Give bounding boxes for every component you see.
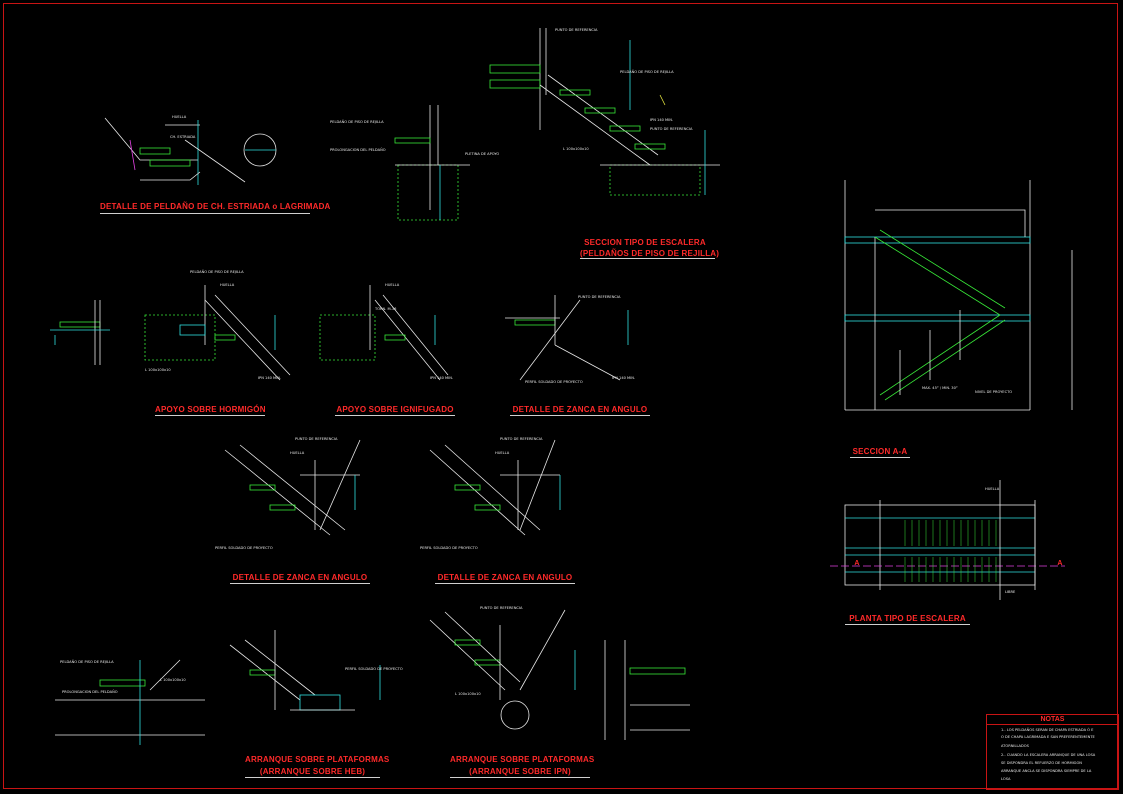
note-line: O DE CHAPA LAGRIMADA E SAN PREFERENTEMEN… [1001,735,1095,739]
detail-peldano-chapa [104,117,277,185]
label-huella-4: HUELLA [290,451,305,455]
note-line: LOSA [1001,777,1011,781]
title-underline [335,415,455,416]
label-perfil-soldado-3: PERFIL SOLDADO DE PROYECTO [420,546,478,550]
note-line: 1.- LOS PELDAÑOS SERAN DE CHAPA ESTRIADA… [1001,728,1094,732]
label-perfil-soldado: PERFIL SOLDADO DE PROYECTO [525,380,583,384]
label-prolongacion-2: PROLONGACION DEL PELDAÑO [62,690,118,694]
title-seccion-aa: SECCION A-A [852,447,908,456]
detail-arranque-ipn [429,609,576,730]
label-punto-referencia: PUNTO DE REFERENCIA [650,127,693,131]
detail-small-left [50,300,110,365]
section-marker-right: A [1057,560,1063,567]
drawing-frame [3,3,1118,789]
section-marker-left: A [854,560,860,567]
title-underline [230,583,370,584]
detail-arranque-right [604,640,690,740]
detail-arranque-heb [229,630,381,711]
label-huella-2: HUELLA [220,283,235,287]
label-ipn-3: IPN 140 MIN. [430,376,454,380]
label-punto-referencia-3: PUNTO DE REFERENCIA [295,437,338,441]
label-huella-5: HUELLA [495,451,510,455]
note-line: SE DISPONDRA EL REFUERZO DE HORMIGON [1001,761,1082,765]
label-max-min: MAX. 45° / MIN. 30° [922,386,958,390]
title-planta-tipo: PLANTA TIPO DE ESCALERA [849,614,966,623]
title-underline [850,457,910,458]
title-underline [845,624,970,625]
title-underline [510,415,650,416]
label-l100-3: L 100x100x10 [160,678,186,682]
label-peldano-rejilla-2: PELDAÑO DE PISO DE REJILLA [620,70,674,74]
title-zanca-angulo-3: DETALLE DE ZANCA EN ANGULO [437,573,573,582]
label-punto-referencia-5: PUNTO DE REFERENCIA [480,606,523,610]
label-perfil-arranque: PERFIL SOLDADO DE PROYECTO [345,667,403,671]
label-chapa-estriada: CH. ESTRIADA [170,135,196,139]
label-peldano-arranque: PELDAÑO DE PISO DE REJILLA [60,660,114,664]
note-line: ATORNILLADOS [1001,744,1029,748]
subtitle-arranque-ipn: (ARRANQUE SOBRE IPN) [469,767,571,776]
detail-seccion-tipo [489,28,720,196]
label-tornillo: TORN. M-16 [375,307,397,311]
subtitle-arranque-heb: (ARRANQUE SOBRE HEB) [259,767,366,776]
title-underline [450,777,590,778]
title-underline [155,415,265,416]
title-arranque-heb: ARRANQUE SOBRE PLATAFORMAS [245,755,390,764]
detail-zanca-angulo-2 [224,439,361,536]
label-huella-3: HUELLA [385,283,400,287]
plan-tread-hatch [904,520,997,582]
detail-zanca-angulo-3 [429,439,561,536]
title-underline [580,258,715,259]
section-aa-elevation [844,180,1073,411]
label-l100-2: L 100x100x10 [145,368,171,372]
title-apoyo-hormigon: APOYO SOBRE HORMIGÓN [155,405,266,414]
label-ipn: IPN 140 MIN. [650,118,674,122]
detail-peldano-rejilla [394,105,470,221]
title-underline [100,213,310,214]
title-detalle-peldano: DETALLE DE PELDAÑO DE CH. ESTRIADA o LAG… [100,202,331,211]
title-underline [435,583,575,584]
label-l100: L 100x100x10 [563,147,589,151]
label-perfil-soldado-2: PERFIL SOLDADO DE PROYECTO [215,546,273,550]
subtitle-seccion-tipo: (PELDAÑOS DE PISO DE REJILLA) [580,249,720,258]
label-punto-referencia-2: PUNTO DE REFERENCIA [578,295,621,299]
plan-view-stair [830,480,1065,600]
detail-arranque-left [55,659,205,745]
title-zanca-angulo-1: DETALLE DE ZANCA EN ANGULO [512,405,648,414]
title-zanca-angulo-2: DETALLE DE ZANCA EN ANGULO [232,573,368,582]
label-ipn-4: IPN 140 MIN. [612,376,636,380]
note-line: ARRANQUE ANCLA SE DISPONDRA SIEMPRE DE L… [1001,769,1092,773]
label-huella-plan: HUELLA [985,487,1000,491]
label-nivel-proyecto: NIVEL DE PROYECTO [975,390,1013,394]
title-arranque-ipn: ARRANQUE SOBRE PLATAFORMAS [450,755,595,764]
label-peldano-rejilla: PELDAÑO DE PISO DE REJILLA [330,120,384,124]
label-pletina: PLETINA DE APOYO [465,152,500,156]
label-l100-4: L 100x100x10 [455,692,481,696]
title-apoyo-ignifugado: APOYO SOBRE IGNIFUGADO [336,405,454,414]
label-peldano-hormigon: PELDAÑO DE PISO DE REJILLA [190,270,244,274]
detail-apoyo-ignifugado [319,285,449,381]
label-ipn-2: IPN 140 MIN. [258,376,282,380]
label-punto-referencia-top: PUNTO DE REFERENCIA [555,28,598,32]
title-underline [245,777,380,778]
title-seccion-tipo: SECCION TIPO DE ESCALERA [584,238,706,247]
label-prolongacion: PROLONGACION DEL PELDAÑO [330,148,386,152]
label-punto-referencia-4: PUNTO DE REFERENCIA [500,437,543,441]
note-line: 2.- CUANDO LA ESCALERA ARRANQUE DE UNA L… [1001,753,1096,757]
detail-apoyo-hormigon [144,285,291,381]
notes-box: NOTAS 1.- LOS PELDAÑOS SERAN DE CHAPA ES… [986,714,1119,790]
notes-title: NOTAS [987,715,1118,725]
label-huella: HUELLA [172,115,187,119]
detail-zanca-angulo-1 [505,295,629,381]
label-libre: LIBRE [1005,590,1016,594]
